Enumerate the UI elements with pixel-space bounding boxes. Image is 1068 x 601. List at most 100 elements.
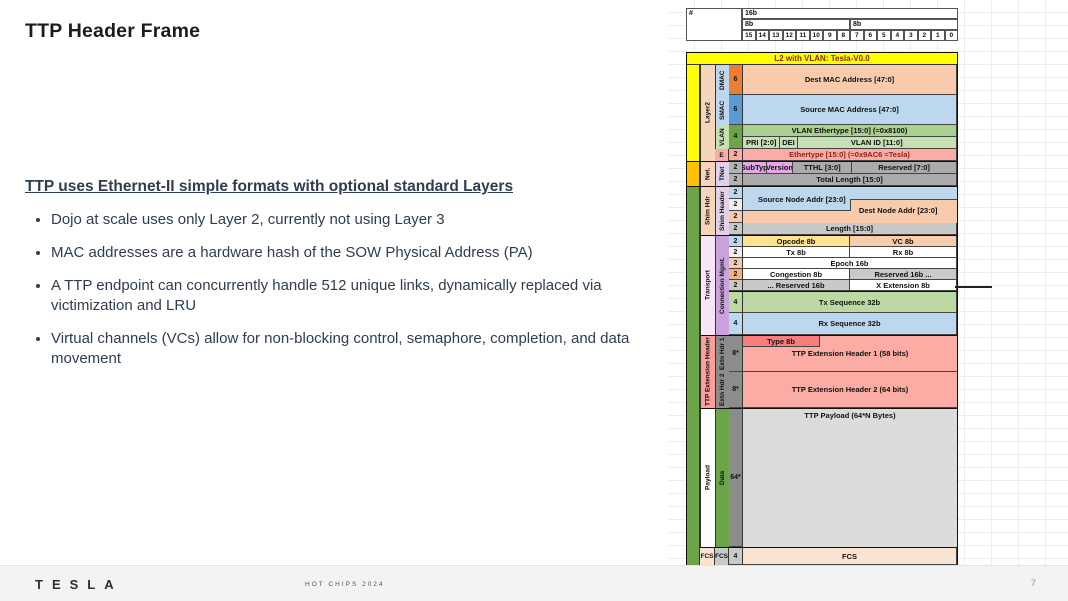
connection-mgmt-label: Connection Mgmt. xyxy=(715,236,729,335)
cell-subtyp: SubTyp xyxy=(743,162,767,174)
tx-seq-size: 4 xyxy=(729,292,743,313)
ext-header-1-text: TTP Extension Header 1 (58 bits) xyxy=(791,349,909,358)
shim-size-2: 2 xyxy=(729,199,742,211)
spacer xyxy=(686,41,958,52)
bit-label-13: 13 xyxy=(769,30,783,41)
tesla-logo: TESLA xyxy=(35,577,123,592)
cell-ext-header-1: Type 8b TTP Extension Header 1 (58 bits) xyxy=(743,336,957,372)
footer: TESLA HOT CHIPS 2024 7 xyxy=(0,565,1068,601)
group-payload: Payload Data 64* TTP Payload (64*N Bytes… xyxy=(700,408,957,547)
cell-node-addresses: Source Node Addr [23:0] Dest Node Addr [… xyxy=(743,187,957,223)
dmac-label: DMAC xyxy=(715,65,729,95)
byte-8b-right-cell: 8b xyxy=(850,19,958,30)
net-color-band xyxy=(687,162,700,186)
payload-size: 64* xyxy=(729,409,743,547)
group-fcs: FCS FCS 4 FCS xyxy=(700,547,957,565)
cell-source-node-addr: Source Node Addr [23:0] xyxy=(758,194,846,204)
body-text: TTP uses Ethernet-II simple formats with… xyxy=(25,178,665,382)
transport-label: Transport xyxy=(700,236,715,335)
data-label: Data xyxy=(715,409,729,547)
bit-label-0: 0 xyxy=(944,30,958,41)
layer2-color-band xyxy=(687,65,700,161)
group-shim: Shim Hdr Shim Header 2 2 2 xyxy=(700,187,957,235)
frame-table: L2 with VLAN: Tesla-V0.0 Layer2 DMAC 6 D… xyxy=(686,52,958,566)
vlan-label: VLAN xyxy=(715,125,729,149)
cm-size-4: 2 xyxy=(729,269,743,280)
section-divider-line xyxy=(955,286,992,288)
bullet-item: Dojo at scale uses only Layer 2, current… xyxy=(51,210,665,230)
cell-rx-sequence: Rx Sequence 32b xyxy=(743,313,957,335)
group-extension-header: TTP Extension Header Extn Hdr 1 8* Type … xyxy=(700,335,957,408)
group-lower: Shim Hdr Shim Header 2 2 2 xyxy=(687,186,957,565)
cm-size-3: 2 xyxy=(729,258,743,269)
group-transport: Transport Connection Mgmt. 2 Opcode 8b V… xyxy=(700,235,957,335)
cell-dest-node-addr: Dest Node Addr [23:0] xyxy=(858,205,938,215)
cell-reserved-hi: Reserved 16b ... xyxy=(850,269,957,280)
dmac-size: 6 xyxy=(729,65,743,95)
rx-seq-size: 4 xyxy=(729,313,743,335)
bit-label-12: 12 xyxy=(782,30,796,41)
cell-dest-mac: Dest MAC Address [47:0] xyxy=(743,65,957,95)
dest-node-fill xyxy=(850,199,957,211)
cell-vlan-ethertype: VLAN Ethertype [15:0] (=0x8100) xyxy=(743,125,957,137)
ethertype-size: 2 xyxy=(729,149,743,161)
cell-length: Length [15:0] xyxy=(743,223,957,235)
payload-label: Payload xyxy=(700,409,715,547)
byte-8b-left-cell: 8b xyxy=(742,19,850,30)
bullet-item: MAC addresses are a hardware hash of the… xyxy=(51,243,665,263)
cell-rx: Rx 8b xyxy=(850,247,957,258)
cell-opcode: Opcode 8b xyxy=(743,236,850,247)
cell-fcs: FCS xyxy=(743,548,957,565)
bit-label-5: 5 xyxy=(877,30,891,41)
bit-label-10: 10 xyxy=(809,30,823,41)
cell-type-8b: Type 8b xyxy=(743,336,821,347)
bit-label-15: 15 xyxy=(742,30,756,41)
smac-label: SMAC xyxy=(715,95,729,125)
shim-label: Shim Hdr xyxy=(700,187,715,235)
shim-size-1: 2 xyxy=(729,187,742,199)
group-layer2: Layer2 DMAC 6 Dest MAC Address [47:0] SM… xyxy=(687,65,957,161)
fcs-sub-label: FCS xyxy=(715,548,729,565)
cell-ethertype: Ethertype [15:0] (=0x9AC6 =Tesla) xyxy=(743,149,957,161)
cell-x-extension: X Extension 8b xyxy=(850,280,957,291)
cell-congestion: Congestion 8b xyxy=(743,269,850,280)
group-net: Net. TNet 2 SubTyp Version TTHL [3:0] xyxy=(687,161,957,186)
fcs-group-label: FCS xyxy=(700,548,715,565)
cell-vc: VC 8b xyxy=(850,236,957,247)
src-node-fill xyxy=(743,187,957,199)
bit-label-4: 4 xyxy=(890,30,904,41)
extn-hdr1-size: 8* xyxy=(729,336,743,372)
shim-header-label: Shim Header xyxy=(715,187,729,235)
ethertype-label: E xyxy=(715,149,729,161)
lower-color-band xyxy=(687,187,700,565)
cell-dei: DEI xyxy=(780,137,798,149)
bit-label-11: 11 xyxy=(796,30,810,41)
cm-size-5: 2 xyxy=(729,280,743,291)
cell-pri: PRI [2:0] xyxy=(743,137,781,149)
bit-label-8: 8 xyxy=(836,30,850,41)
fcs-size: 4 xyxy=(729,548,743,565)
bit-label-9: 9 xyxy=(823,30,837,41)
cell-ext-header-2: TTP Extension Header 2 (64 bits) xyxy=(743,372,957,408)
cell-total-length: Total Length [15:0] xyxy=(743,174,957,186)
cell-reserved-lo: ... Reserved 16b xyxy=(743,280,850,291)
cell-tthl: TTHL [3:0] xyxy=(793,162,853,174)
banner-l2-vlan: L2 with VLAN: Tesla-V0.0 xyxy=(687,53,957,65)
bit-label-3: 3 xyxy=(904,30,918,41)
bullet-item: A TTP endpoint can concurrently handle 5… xyxy=(51,276,665,316)
cell-reserved-7: Reserved [7:0] xyxy=(852,162,957,174)
bit-label-2: 2 xyxy=(917,30,931,41)
page-title: TTP Header Frame xyxy=(25,20,201,42)
vlan-size: 4 xyxy=(729,125,743,149)
tnet-size-1: 2 xyxy=(729,162,743,174)
layer2-label: Layer2 xyxy=(700,65,715,161)
smac-size: 6 xyxy=(729,95,743,125)
page-number: 7 xyxy=(1030,578,1036,589)
bit-label-1: 1 xyxy=(931,30,945,41)
section-heading: TTP uses Ethernet-II simple formats with… xyxy=(25,178,514,195)
cell-tx: Tx 8b xyxy=(743,247,850,258)
src-node-fill xyxy=(743,199,850,211)
